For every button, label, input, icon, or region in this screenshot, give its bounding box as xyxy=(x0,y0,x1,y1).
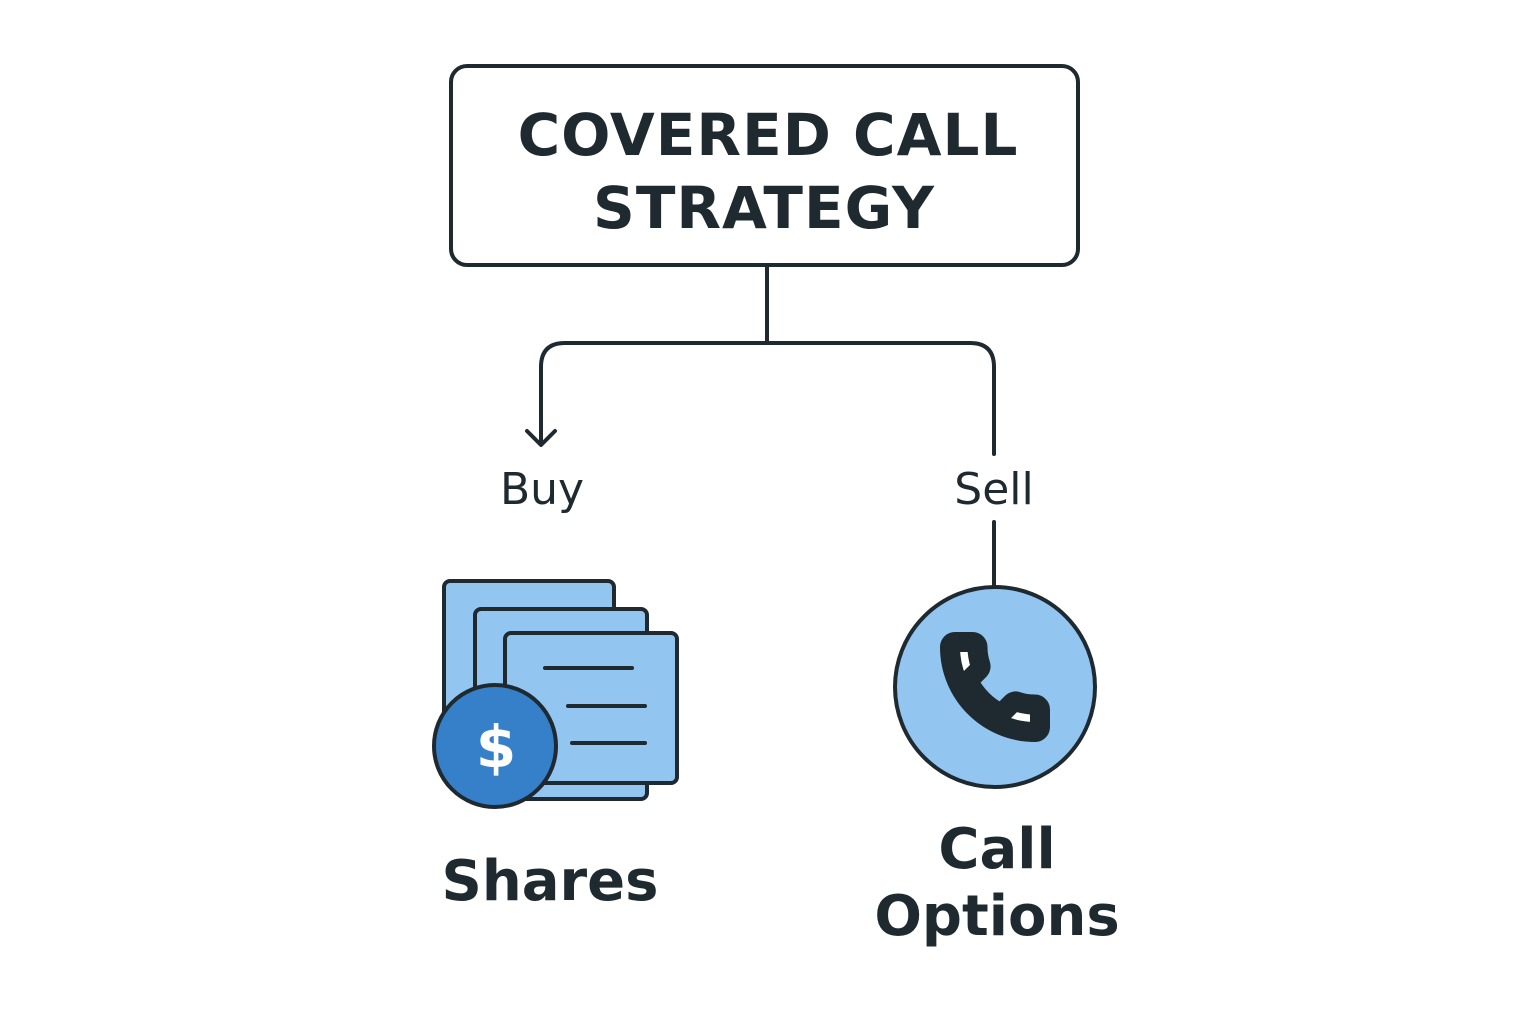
shares-label: Shares xyxy=(442,849,659,914)
dollar-coin xyxy=(432,683,558,809)
title-box: COVERED CALL STRATEGY xyxy=(449,64,1080,267)
title-line-2: STRATEGY xyxy=(593,174,935,242)
shares-documents-dollar-icon xyxy=(432,579,679,809)
left-branch-line xyxy=(539,341,769,446)
call-options-label-line-2: Options xyxy=(874,884,1119,949)
connector-lines xyxy=(525,263,996,588)
right-branch-line xyxy=(765,341,996,456)
dollar-symbol: $ xyxy=(476,713,516,781)
title-line-1: COVERED CALL xyxy=(518,101,1019,169)
call-options-label-line-1: Call xyxy=(938,817,1055,882)
phone-circle xyxy=(893,585,1097,789)
left-arrowhead xyxy=(525,429,557,447)
phone-call-icon xyxy=(893,585,1097,789)
buy-label: Buy xyxy=(500,464,584,515)
title-box-border xyxy=(449,64,1080,267)
sell-label: Sell xyxy=(954,464,1033,515)
phone-handset-icon xyxy=(940,632,1050,742)
